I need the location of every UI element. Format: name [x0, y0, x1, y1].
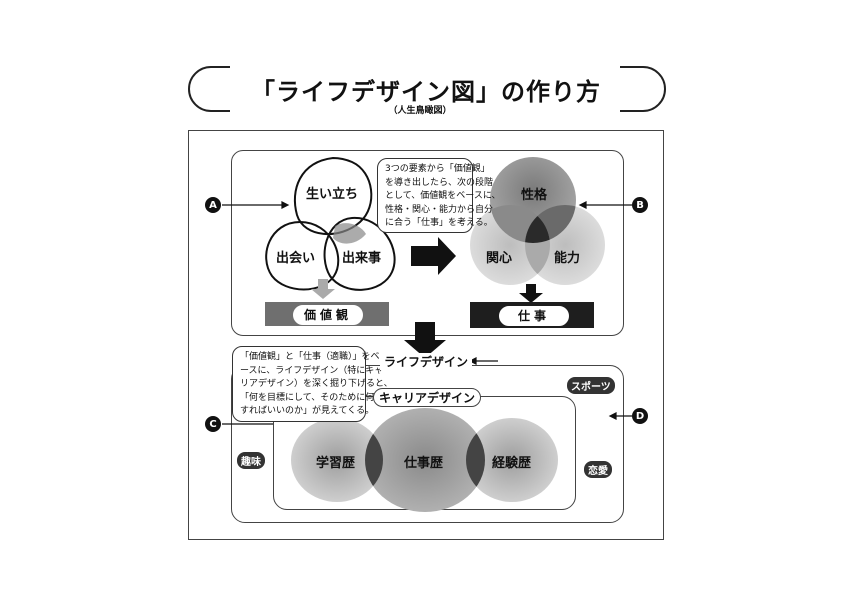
marker-d: D — [632, 408, 648, 424]
note-top-line: 性格・関心・能力から自分 — [385, 204, 494, 215]
values-down-arrow — [311, 279, 335, 299]
work-down-arrow — [519, 284, 543, 303]
note-left-line: リアデザイン）を深く掘り下げると、 — [240, 379, 393, 389]
title-banner-gap — [230, 60, 620, 120]
note-top-line: として、価値観をベースに、 — [385, 191, 501, 201]
note-left-line: 「何を目標にして、そのために何を — [240, 392, 384, 403]
outer-frame — [188, 130, 664, 540]
marker-a: A — [205, 197, 221, 213]
sports-tag: スポーツ — [567, 377, 615, 394]
keikenreki-label: 経験歴 — [492, 456, 532, 471]
note-top-line: を導き出したら、次の段階 — [385, 177, 494, 188]
work-result-label: 仕事 — [499, 306, 569, 326]
deai-ring — [265, 220, 340, 291]
right-arrow — [411, 237, 456, 275]
romance-tag: 恋愛 — [584, 461, 612, 478]
gakushureki-label: 学習歴 — [316, 456, 356, 471]
note-top: 3つの要素から「価値観」 を導き出したら、次の段階 として、価値観をベースに、 … — [377, 158, 501, 233]
note-top-line: 3つの要素から「価値観」 — [385, 164, 490, 174]
note-left-line: 「価値観」と「仕事（適職）」をベ — [240, 352, 380, 362]
note-left-line: ースに、ライフデザイン（特にキャ — [240, 365, 384, 376]
seiitachi-label: 生い立ち — [306, 187, 359, 202]
noryoku-label: 能力 — [554, 251, 581, 266]
shigotoreki-label: 仕事歴 — [404, 456, 444, 471]
dekigoto-label: 出来事 — [342, 251, 382, 266]
deai-label: 出会い — [276, 251, 316, 266]
values-circles — [265, 156, 396, 291]
down-arrow — [404, 322, 446, 358]
note-top-line: に合う「仕事」を考える。 — [385, 218, 493, 228]
dekigoto-ring — [323, 216, 396, 291]
seiitachi-ring — [293, 156, 373, 235]
note-left-line: すればいいのか」が見えてくる。 — [240, 406, 375, 416]
life-design-label: ライフデザイン — [380, 353, 473, 370]
gakushureki-circle — [291, 418, 383, 502]
seikaku-label: 性格 — [521, 188, 548, 203]
hobby-tag: 趣味 — [237, 452, 265, 469]
shigotoreki-circle — [365, 408, 485, 512]
keikenreki-circle — [466, 418, 558, 502]
marker-b: B — [632, 197, 648, 213]
page-title: 「ライフデザイン図」の作り方 — [251, 78, 601, 106]
work-circles — [470, 157, 605, 285]
kanshin-label: 関心 — [486, 251, 513, 266]
note-left: 「価値観」と「仕事（適職）」をベ ースに、ライフデザイン（特にキャ リアデザイン… — [232, 346, 393, 422]
overlap-shade — [333, 223, 366, 244]
career-design-label: キャリアデザイン — [373, 388, 482, 407]
marker-c: C — [205, 416, 221, 432]
values-result-label: 価値観 — [293, 305, 363, 325]
page-subtitle: （人生鳥瞰図） — [388, 106, 452, 116]
